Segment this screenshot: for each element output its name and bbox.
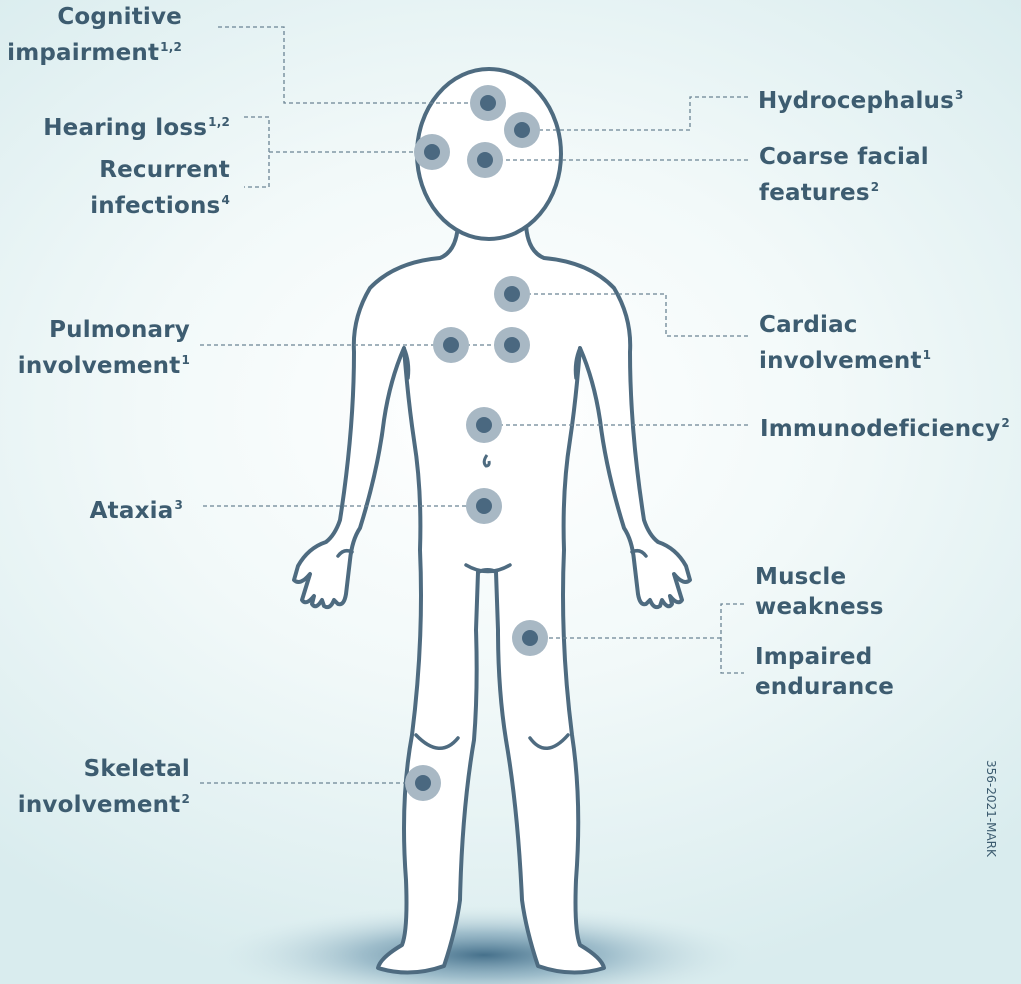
label-pulmonary-involvement: Pulmonary involvement1 <box>18 315 190 381</box>
body-outline <box>294 212 690 973</box>
label-hearing-sup: 1,2 <box>208 115 230 129</box>
label-immunodeficiency: Immunodeficiency2 <box>760 408 1010 444</box>
label-immuno-line1: Immunodeficiency <box>760 416 1000 442</box>
label-facial-line2: features <box>759 180 870 206</box>
marker-ataxia <box>466 488 502 524</box>
label-skeletal-involvement: Skeletal involvement2 <box>18 754 190 820</box>
marker-pulmonary-right <box>494 327 530 363</box>
label-cognitive-line2: impairment <box>7 40 159 66</box>
label-cognitive-line1: Cognitive <box>57 4 182 30</box>
label-coarse-facial-features: Coarse facial features2 <box>759 142 929 208</box>
marker-cardiac <box>494 276 530 312</box>
marker-hydrocephalus <box>504 112 540 148</box>
label-skeletal-sup: 2 <box>181 792 190 806</box>
marker-skeletal <box>405 765 441 801</box>
marker-hearing <box>414 134 450 170</box>
label-hearing-line1: Hearing loss <box>43 115 207 141</box>
label-cardiac-line1: Cardiac <box>759 312 858 338</box>
label-endurance-line2: endurance <box>755 674 894 700</box>
label-ataxia-line1: Ataxia <box>90 498 174 524</box>
document-code: 356-2021-MARK <box>984 760 998 857</box>
label-skeletal-line2: involvement <box>18 792 181 818</box>
marker-immuno <box>466 407 502 443</box>
label-hydrocephalus: Hydrocephalus3 <box>758 80 964 116</box>
label-facial-sup: 2 <box>871 180 880 194</box>
label-hearing-loss: Hearing loss1,2 <box>43 107 230 143</box>
label-impaired-endurance: Impaired endurance <box>755 642 894 702</box>
label-pulmonary-sup: 1 <box>181 353 190 367</box>
label-cardiac-sup: 1 <box>923 348 932 362</box>
label-facial-line1: Coarse facial <box>759 144 929 170</box>
label-infections-line2: infections <box>90 193 220 219</box>
label-pulmonary-line1: Pulmonary <box>49 317 190 343</box>
label-hydrocephalus-line1: Hydrocephalus <box>758 88 954 114</box>
label-immuno-sup: 2 <box>1001 416 1010 430</box>
label-muscle-line1: Muscle <box>755 564 846 590</box>
label-infections-line1: Recurrent <box>99 157 230 183</box>
marker-muscle <box>512 620 548 656</box>
label-muscle-weakness: Muscle weakness <box>755 562 884 622</box>
label-cognitive-sup: 1,2 <box>160 40 182 54</box>
label-pulmonary-line2: involvement <box>18 353 181 379</box>
label-cardiac-line2: involvement <box>759 348 922 374</box>
label-ataxia: Ataxia3 <box>90 490 183 526</box>
label-ataxia-sup: 3 <box>174 498 183 512</box>
label-recurrent-infections: Recurrent infections4 <box>90 155 230 221</box>
marker-pulmonary-left <box>433 327 469 363</box>
line-hearing <box>244 117 269 187</box>
marker-facial <box>467 142 503 178</box>
label-cardiac-involvement: Cardiac involvement1 <box>759 310 931 376</box>
label-endurance-line1: Impaired <box>755 644 872 670</box>
ground-shadow <box>214 905 754 984</box>
label-skeletal-line1: Skeletal <box>84 756 190 782</box>
label-infections-sup: 4 <box>221 193 230 207</box>
label-muscle-line2: weakness <box>755 594 884 620</box>
label-hydrocephalus-sup: 3 <box>955 88 964 102</box>
line-muscle <box>721 604 744 673</box>
marker-cognitive <box>470 85 506 121</box>
label-cognitive-impairment: Cognitive impairment1,2 <box>7 2 182 68</box>
